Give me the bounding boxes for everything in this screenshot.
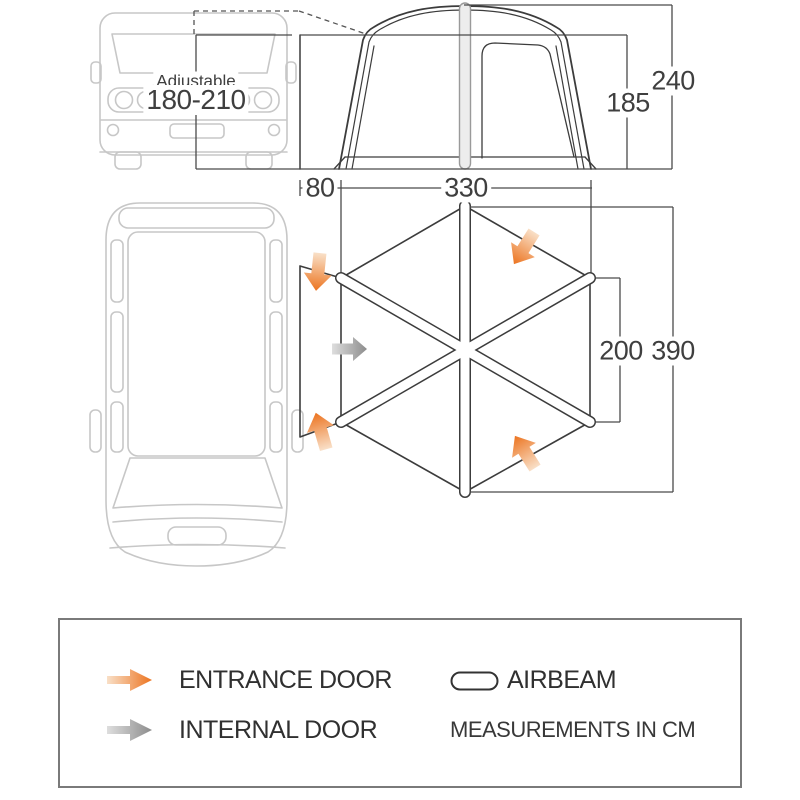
entrance-arrow-icon [511,228,540,265]
van-front-outline [90,12,297,170]
entrance-arrow-icon [512,435,541,472]
internal-arrow-icon [332,337,367,361]
internal-arrow-icon [107,719,152,741]
door-arrows [303,228,541,472]
awning-side-view [299,2,597,170]
airbeam-tubes [335,200,596,498]
dimension-inner-width: 200 [596,336,646,366]
dashed-projection-lines [193,10,367,35]
dimension-lines-side [195,4,673,277]
airbeam-icon [450,671,499,691]
dimension-awning-width: 330 [441,173,491,203]
van-top-outline [89,202,304,567]
airbeam-label: AIRBEAM [507,666,617,694]
dimension-total-length: 390 [648,336,698,366]
entrance-door-label: ENTRANCE DOOR [179,666,392,694]
legend: ENTRANCE DOOR INTERNAL DOOR AIRBEAM MEAS… [58,618,742,788]
entrance-arrow-icon [303,252,332,291]
dimension-wall-height: 185 [603,88,653,118]
entrance-arrow-icon [306,412,334,452]
dimension-tunnel-depth: 80 [302,173,338,203]
measurements-note: MEASUREMENTS IN CM [450,717,696,742]
internal-door-label: INTERNAL DOOR [179,716,378,744]
adjustable-range-label: 180-210 [143,85,249,115]
entrance-arrow-icon [107,669,152,691]
dimension-total-height: 240 [648,66,698,96]
